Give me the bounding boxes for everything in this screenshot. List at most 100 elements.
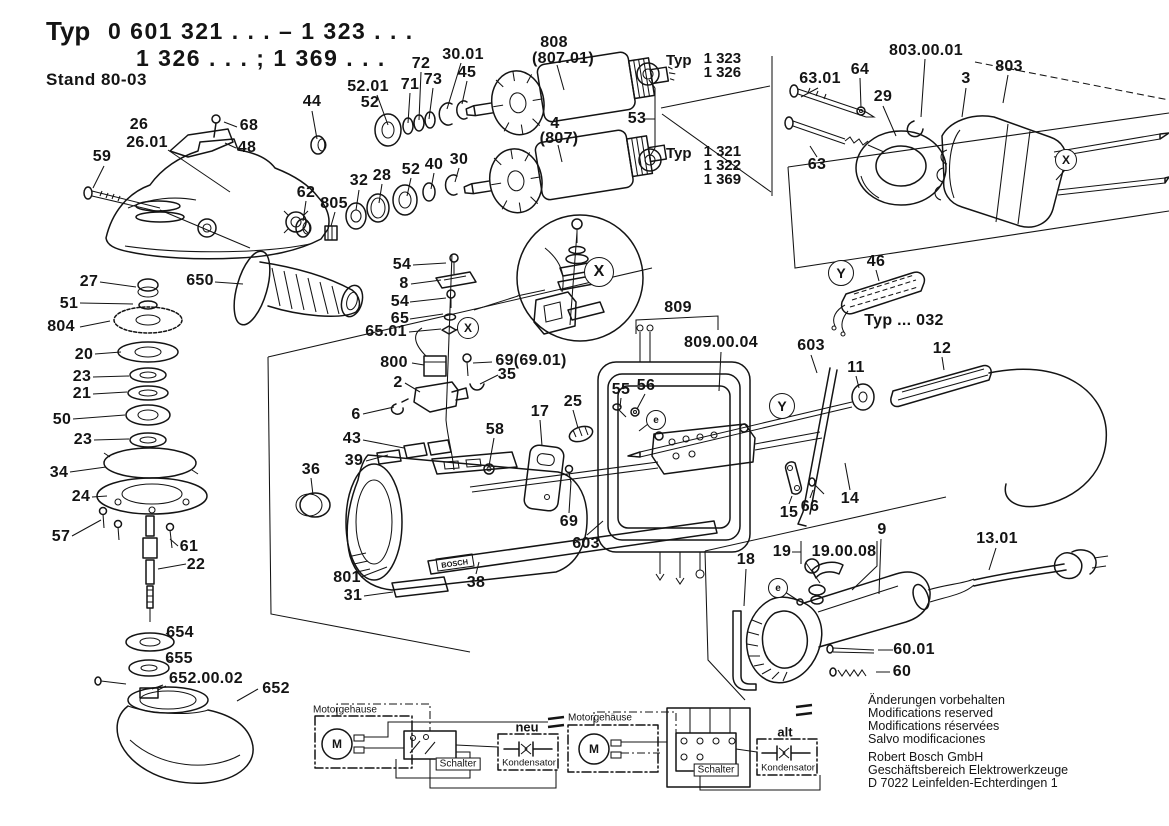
long-screw-59 [83,186,251,249]
part-callout: 62 [296,184,316,201]
cable-sheath-46 [831,271,926,337]
part-callout: 809 [664,299,692,316]
typ-group-lower-line: 1 322 [703,157,742,174]
wiring-new-housing-label: Motorgehause [313,704,377,716]
armature-808 [465,51,676,136]
part-callout: 46 [866,253,886,270]
part-callout: 30.01 [442,46,484,63]
part-callout: 63.01 [799,70,841,87]
header-type-line1: 0 601 321 . . . – 1 323 . . . [108,18,414,44]
part-callout: 25 [563,393,583,410]
wiring-new-variant-label: neu [515,719,539,735]
part-callout: 45 [457,64,477,81]
circled-marker: X [584,257,614,287]
circled-marker: X [1055,149,1077,171]
wiring-schematic-new [314,703,565,789]
part-callout: 8 [399,275,409,292]
part-callout: 28 [372,167,392,184]
inset-detail-circle [516,214,644,342]
part-callout: 52.01 [347,78,389,95]
part-callout: 14 [840,490,860,507]
typ-group-lower-label: Typ [666,145,692,162]
part-callout: 54 [392,256,412,273]
part-callout: 17 [530,403,550,420]
part-callout: 58 [485,421,505,438]
header-type-line2: 1 326 . . . ; 1 369 . . . [136,45,386,71]
footer-company-line: Geschäftsbereich Elektrowerkzeuge [868,763,1069,777]
part-callout: 30 [449,151,469,168]
wiring-old-switch-label: Schalter [693,763,739,777]
part-callout: 9 [877,521,887,538]
part-callout: 808 [540,34,568,51]
armature-parts-row-top [310,100,468,155]
part-callout: 809.00.04 [684,334,758,351]
typ-group-lower: Typ 1 321 1 322 1 369 [666,143,742,187]
header-stand: Stand 80-03 [46,70,147,89]
part-callout: 803.00.01 [889,42,963,59]
rear-handle-assembly [732,549,1109,691]
part-callout: 24 [71,488,91,505]
part-callout: 654 [166,624,194,641]
footer-notice-line: Modifications reserved [868,706,994,720]
part-callout: 60 [892,663,912,680]
part-callout: 15 [779,504,799,521]
part-callout: 35 [497,366,517,383]
part-callout: 19.00.08 [811,543,877,560]
typ-group-upper-label: Typ [666,52,692,69]
leader-lines [69,58,1066,702]
wiring-new-motor-letter: M [332,737,342,751]
part-callout: 52 [360,94,380,111]
part-callout: 63 [807,156,827,173]
part-callout: 26 [129,116,149,133]
part-callout: (807.01) [532,50,594,67]
spindle-gear-stack [94,278,208,699]
stator-group [784,84,1169,228]
part-callout: 34 [49,464,69,481]
typ-group-upper: Typ 1 323 1 326 [666,51,741,80]
part-callout: 68 [239,117,259,134]
part-callout: 23 [73,431,93,448]
part-callout: 801 [333,569,361,586]
wheel-guard [116,686,254,784]
part-callout: 603 [797,337,825,354]
part-callout: 73 [423,71,443,88]
footer-text-block: Änderungen vorbehalten Modifications res… [868,694,1068,790]
part-callout: 11 [847,359,865,376]
footer-notice-line: Modifications réservées [868,719,1000,733]
part-callout: 66 [800,498,820,515]
part-callout: 22 [186,556,206,573]
part-callout: 805 [320,195,348,212]
part-callout: 804 [47,318,75,335]
part-callout: 61 [179,538,199,555]
part-callout: 32 [349,172,369,189]
circled-marker: e [768,578,788,598]
motor-housing: BOSCH [295,425,718,598]
part-callout: 40 [424,156,444,173]
part-callout: 19 [772,543,792,560]
part-callout: 72 [411,55,431,72]
footer-company-line: D 7022 Leinfelden-Echterdingen 1 [868,776,1058,790]
part-callout: 36 [301,461,321,478]
part-callout: 4 [550,115,560,132]
wiring-new-capacitor-label: Kondensator [502,757,556,769]
footer-notice-line: Änderungen vorbehalten [868,693,1005,707]
part-callout: 29 [873,88,893,105]
part-callout: 56 [636,377,656,394]
part-callout: 43 [342,430,362,447]
part-callout: 21 [72,385,92,402]
typ-group-lower-line: 1 321 [703,143,742,160]
part-callout: 65 [390,310,410,327]
wiring-old-motor-letter: M [589,742,599,756]
part-callout: 44 [302,93,322,110]
wiring-old-variant-label: alt [777,724,793,740]
side-handle [233,250,364,326]
part-callout: 57 [51,528,71,545]
housing-brand-text: BOSCH [441,557,469,570]
wiring-old-housing-label: Motorgehäuse [568,712,632,724]
part-callout: 2 [393,374,403,391]
circled-marker: Y [828,260,854,286]
header-typ-label: Typ [46,16,91,46]
part-callout: 51 [59,295,79,312]
